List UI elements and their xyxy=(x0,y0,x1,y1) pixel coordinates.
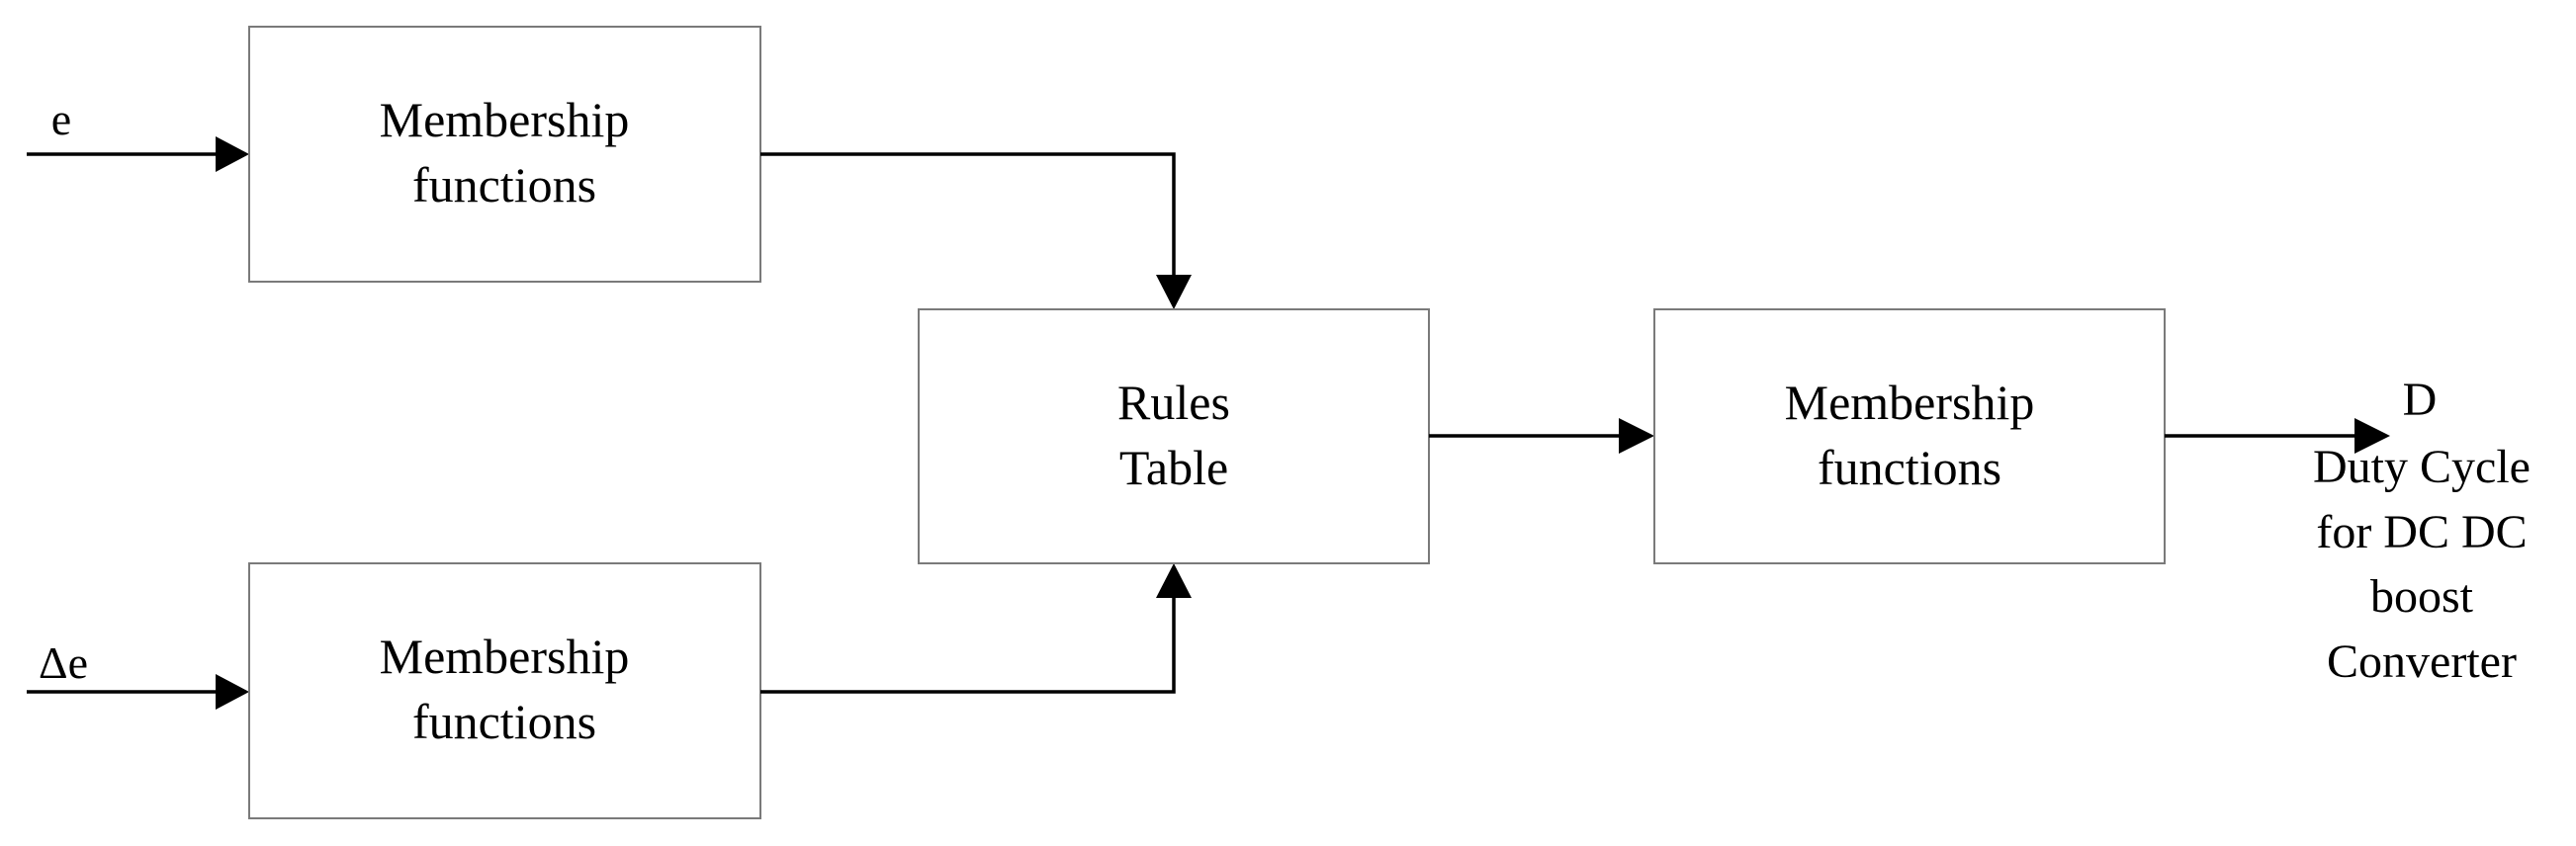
output-caption-line: Duty Cycle xyxy=(2313,441,2531,493)
output-caption-line: boost xyxy=(2370,570,2474,623)
input-delta-e-arrow xyxy=(27,674,249,710)
block-label-line2: functions xyxy=(412,157,596,212)
output-arrow xyxy=(2165,418,2390,454)
block-label-line2: Table xyxy=(1119,440,1228,495)
input-e-label: e xyxy=(51,94,71,144)
block-label-line1: Membership xyxy=(380,92,630,147)
output-caption-line: Converter xyxy=(2327,635,2517,688)
output-symbol-label: D xyxy=(2403,374,2438,426)
rules-table-block: Rules Table xyxy=(918,308,1430,564)
connector-bottom-to-rules xyxy=(760,563,1192,694)
block-label-line1: Membership xyxy=(380,629,630,684)
membership-functions-block-output: Membership functions xyxy=(1653,308,2166,564)
block-label-line2: functions xyxy=(1818,440,2001,495)
connector-top-to-rules xyxy=(760,152,1192,309)
input-e-arrow xyxy=(27,136,249,172)
output-caption: Duty Cycle for DC DC boost Converter xyxy=(2313,441,2531,688)
block-label-line2: functions xyxy=(412,694,596,749)
input-delta-e-label: Δe xyxy=(39,637,88,688)
block-label-line1: Membership xyxy=(1785,375,2035,430)
membership-functions-block-top: Membership functions xyxy=(248,26,761,283)
output-caption-line: for DC DC xyxy=(2316,506,2527,558)
membership-functions-block-bottom: Membership functions xyxy=(248,562,761,819)
connector-rules-to-output-mf xyxy=(1429,418,1654,454)
block-label-line1: Rules xyxy=(1117,375,1230,430)
